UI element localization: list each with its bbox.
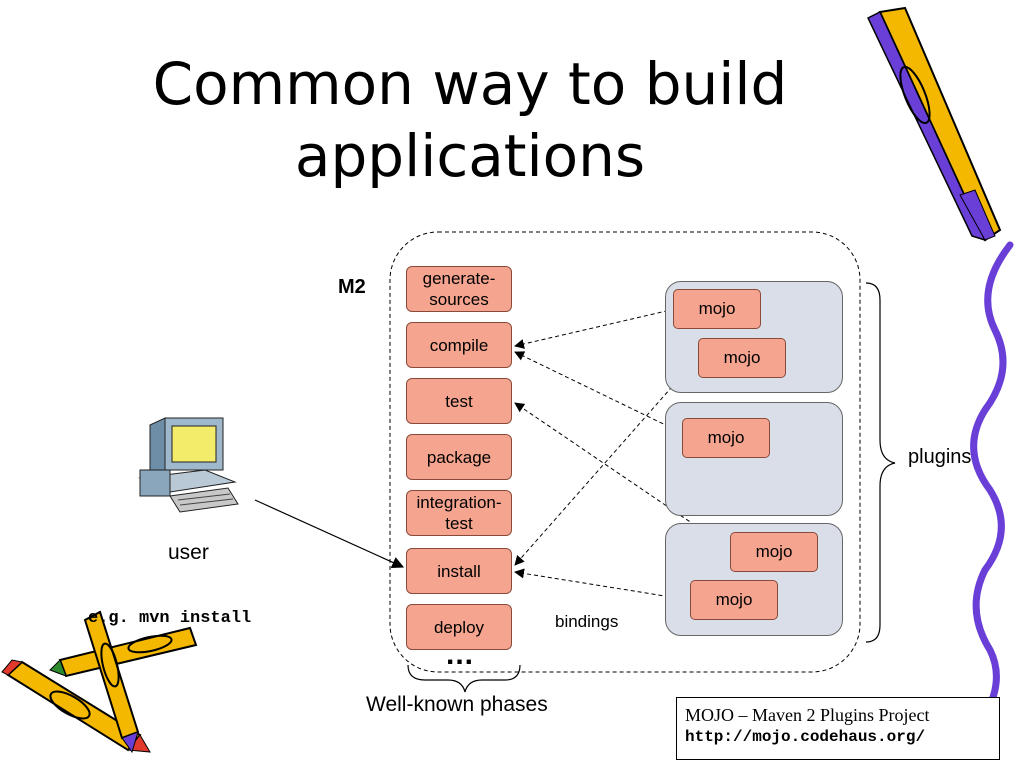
mojo-label: mojo bbox=[707, 428, 745, 447]
mojo-label: mojo bbox=[715, 590, 753, 609]
phase-label: compile bbox=[429, 335, 489, 355]
command-example: e.g. mvn install bbox=[88, 609, 252, 628]
title-line-2: applications bbox=[294, 122, 646, 190]
slide-title: Common way to build applications bbox=[120, 48, 820, 192]
computer-icon bbox=[138, 417, 239, 513]
phases-caption: Well-known phases bbox=[366, 693, 548, 716]
mojo-label: mojo bbox=[723, 348, 761, 367]
title-line-1: Common way to build bbox=[152, 50, 788, 118]
mojo-box: mojo bbox=[730, 532, 818, 572]
plugins-brace bbox=[865, 282, 896, 643]
phase-package: package bbox=[406, 434, 512, 480]
mojo-box: mojo bbox=[698, 338, 786, 378]
reference-url[interactable]: http://mojo.codehaus.org/ bbox=[685, 728, 926, 746]
phases-ellipsis: ... bbox=[446, 638, 475, 671]
phase-deploy: deploy bbox=[406, 604, 512, 650]
mojo-box: mojo bbox=[682, 418, 770, 458]
m2-label: M2 bbox=[338, 276, 366, 298]
phase-label: test bbox=[445, 391, 473, 411]
phase-label: generate- sources bbox=[422, 269, 496, 309]
user-arrow bbox=[254, 499, 405, 569]
phase-label: deploy bbox=[433, 617, 485, 637]
bindings-label: bindings bbox=[555, 612, 619, 631]
phase-test: test bbox=[406, 378, 512, 424]
reference-title: MOJO – Maven 2 Plugins Project bbox=[685, 705, 930, 725]
phases-brace bbox=[407, 664, 521, 693]
phase-label: install bbox=[437, 561, 481, 581]
mojo-label: mojo bbox=[698, 299, 736, 318]
phase-generate-sources: generate- sources bbox=[406, 266, 512, 312]
phase-install: install bbox=[406, 548, 512, 594]
phase-compile: compile bbox=[406, 322, 512, 368]
mojo-box: mojo bbox=[690, 580, 778, 620]
reference-box: MOJO – Maven 2 Plugins Project http://mo… bbox=[676, 697, 1000, 760]
phase-integration-test: integration- test bbox=[406, 490, 512, 536]
pencil-icon-top-right bbox=[867, 6, 1002, 242]
mojo-label: mojo bbox=[755, 542, 793, 561]
mojo-box: mojo bbox=[673, 289, 761, 329]
user-label: user bbox=[168, 541, 209, 564]
pencils-icon-bottom-left bbox=[1, 610, 198, 754]
phase-label: package bbox=[426, 447, 492, 467]
plugins-label: plugins bbox=[908, 446, 972, 468]
phase-label: integration- test bbox=[416, 493, 502, 533]
wavy-line bbox=[970, 241, 1014, 719]
